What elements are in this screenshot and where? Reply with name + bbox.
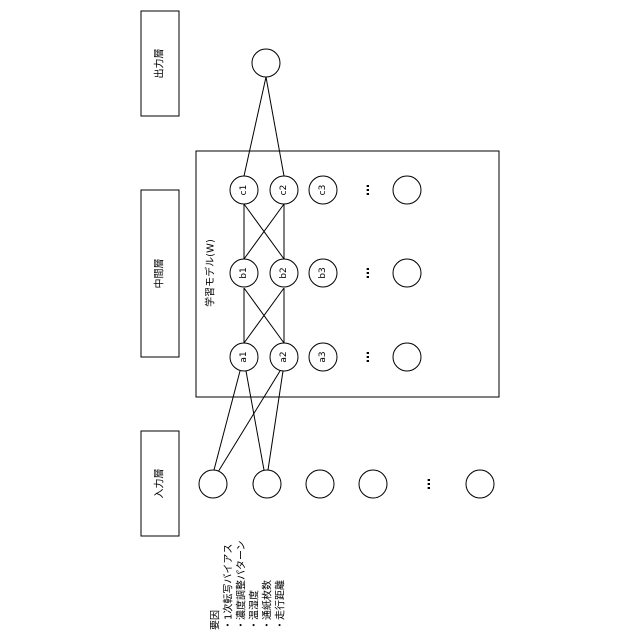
input-layer-box: 入力層 xyxy=(141,431,179,536)
middle-layer-box: 中間層 xyxy=(141,190,179,357)
node-b3: b3 xyxy=(309,259,337,287)
svg-text:c3: c3 xyxy=(318,185,328,196)
node-c2: c2 xyxy=(270,176,298,204)
learning-model-label: 学習モデル(W) xyxy=(204,239,217,307)
node-b1: b1 xyxy=(230,259,258,287)
middle-layer-label: 中間層 xyxy=(153,259,166,289)
node-a3: a3 xyxy=(309,343,337,371)
svg-text:b1: b1 xyxy=(239,267,249,278)
output-layer-label: 出力層 xyxy=(153,49,166,79)
svg-text:c1: c1 xyxy=(239,185,249,196)
svg-text:a1: a1 xyxy=(239,351,249,362)
input-node-1 xyxy=(199,470,227,498)
factor-item-4: ・通紙枚数 xyxy=(261,580,274,630)
ellipsis-a: … xyxy=(358,351,372,363)
input-node-3 xyxy=(306,470,334,498)
svg-text:a3: a3 xyxy=(318,351,328,362)
factor-item-3: ・温湿度 xyxy=(248,590,261,630)
node-a1: a1 xyxy=(230,343,258,371)
ellipsis-b: … xyxy=(358,267,372,279)
node-c1: c1 xyxy=(230,176,258,204)
node-a2: a2 xyxy=(270,343,298,371)
input-layer-label: 入力層 xyxy=(153,469,166,499)
svg-text:b2: b2 xyxy=(279,267,289,278)
input-node-n xyxy=(466,470,494,498)
output-layer-box: 出力層 xyxy=(141,11,179,116)
input-node-2 xyxy=(253,470,281,498)
factor-item-5: ・走行距離 xyxy=(274,580,287,630)
factors-list: 要因 ・1次転写バイアス ・濃度調整パターン ・温湿度 ・通紙枚数 ・走行距離 xyxy=(210,541,287,631)
svg-text:a2: a2 xyxy=(279,351,289,362)
factors-title: 要因 xyxy=(210,610,222,630)
node-bn xyxy=(393,259,421,287)
node-cn xyxy=(393,176,421,204)
svg-text:c2: c2 xyxy=(279,185,289,196)
node-c3: c3 xyxy=(309,176,337,204)
node-an xyxy=(393,343,421,371)
input-node-4 xyxy=(359,470,387,498)
output-node xyxy=(252,49,280,77)
ellipsis-c: … xyxy=(358,184,372,196)
ellipsis-input: … xyxy=(419,478,433,490)
node-b2: b2 xyxy=(270,259,298,287)
svg-text:b3: b3 xyxy=(318,267,328,278)
factor-item-2: ・濃度調整パターン xyxy=(235,541,248,631)
factor-item-1: ・1次転写バイアス xyxy=(222,544,235,630)
